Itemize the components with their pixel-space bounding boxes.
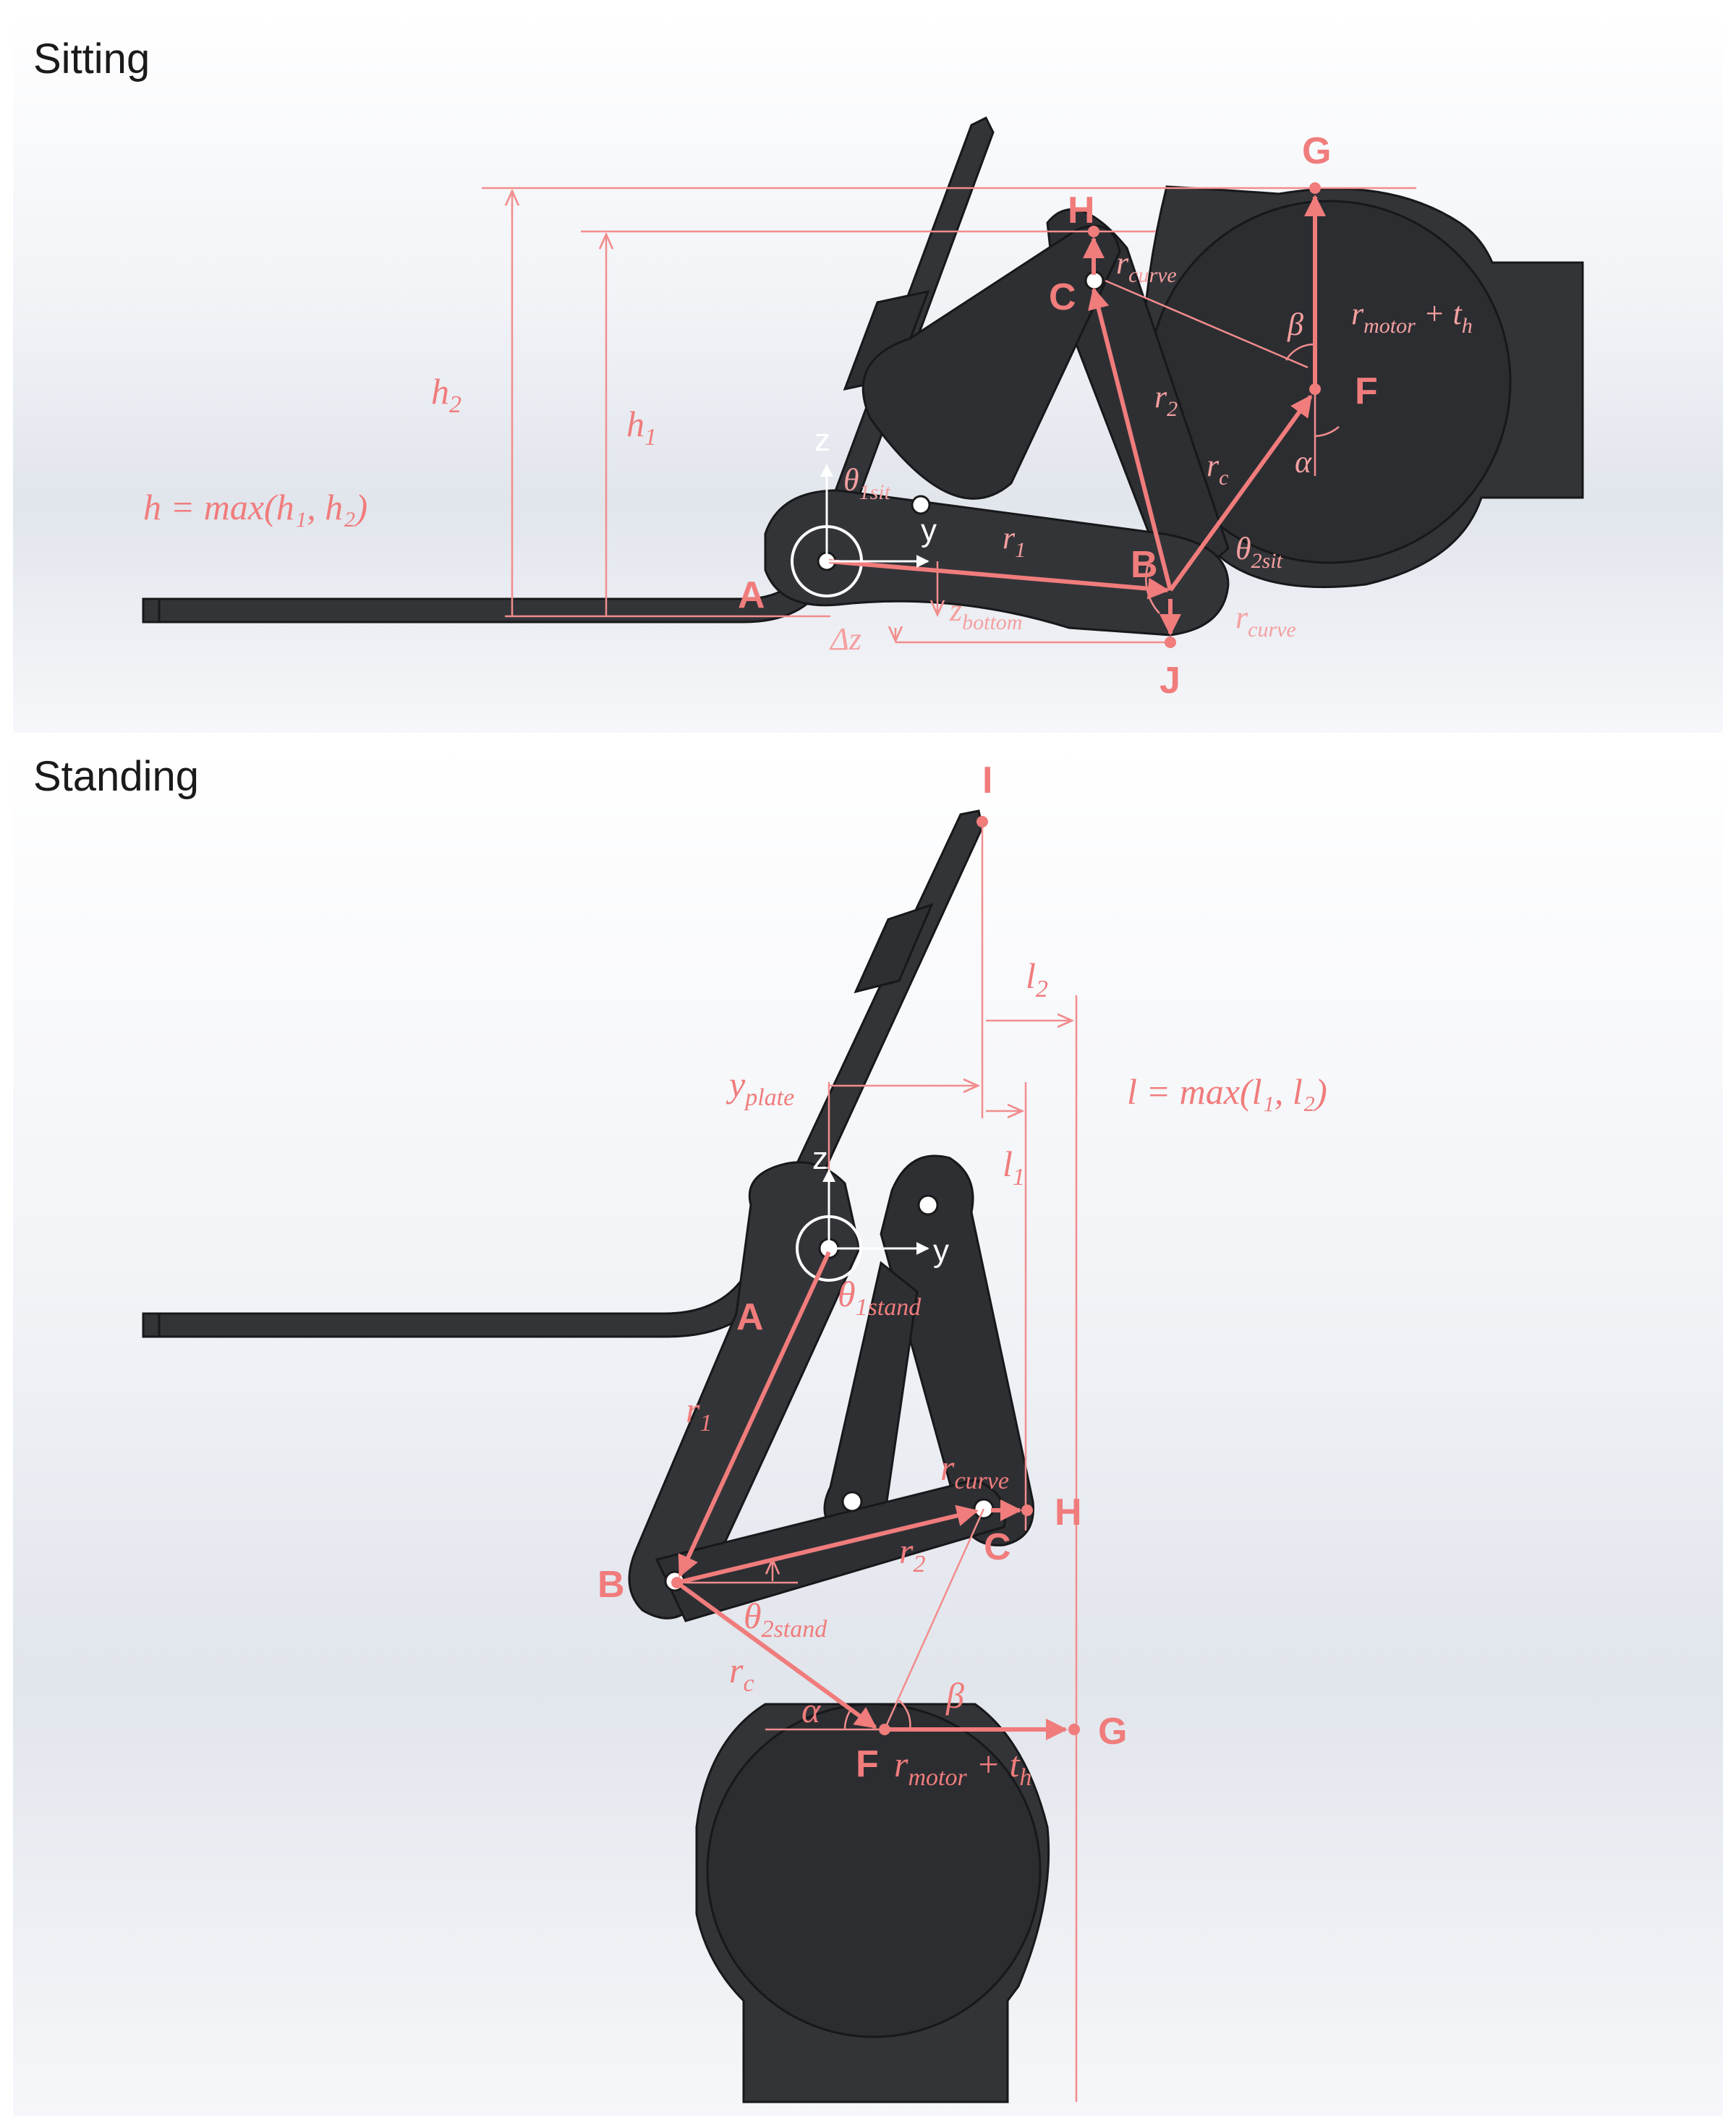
rmotor-label: rmotor + th [1351, 296, 1473, 338]
motor-disc [706, 1703, 1042, 2038]
theta1-stand-label: θ1stand [838, 1274, 922, 1321]
beta-label: β [1287, 307, 1303, 342]
point-label-f: F [856, 1743, 879, 1785]
yplate-label: yplate [726, 1064, 794, 1111]
vector-r1 [828, 559, 1170, 600]
l-formula-label: l = max(l₁, l₂) [1127, 1071, 1327, 1112]
construction-lines-standing [677, 822, 1078, 2102]
vector-r1 [678, 1251, 831, 1578]
vectors-standing [671, 816, 1080, 1740]
point-g [1309, 182, 1321, 194]
hole-mid [911, 495, 931, 515]
foot-plate [142, 809, 984, 1338]
point-label-h: H [1055, 1491, 1082, 1533]
h1-label: h1 [626, 404, 657, 451]
link-ab [628, 1161, 861, 1620]
l2-label: l2 [1026, 956, 1048, 1003]
dz-label: Δz [829, 621, 861, 657]
mechanism-standing [142, 809, 1050, 2103]
alpha-arc [1314, 426, 1340, 438]
plate-toe-tip [142, 597, 161, 623]
point-label-i: I [982, 759, 992, 801]
point-label-f: F [1355, 370, 1378, 412]
rcurve-label: rcurve [940, 1447, 1009, 1494]
l1-label: l1 [1003, 1144, 1025, 1191]
math-labels-standing: l = max(l₁, l₂) l2 l1 yplate θ1stand r1 … [686, 956, 1327, 1791]
point-label-a: A [736, 1296, 764, 1338]
point-label-b: B [1131, 544, 1158, 586]
point-label-g: G [1098, 1711, 1127, 1753]
panel-title-sitting: Sitting [33, 35, 150, 82]
z-axis-label: z [814, 422, 830, 458]
panel-title-standing: Standing [33, 753, 199, 800]
beta-label: β [945, 1675, 964, 1716]
h-formula-label: h = max(h₁, h₂) [143, 487, 367, 527]
point-h [1088, 226, 1099, 237]
rmotor-label: rmotor + th [894, 1744, 1031, 1791]
hole-middle [841, 1491, 863, 1512]
point-i [977, 816, 988, 827]
plate-bracket [854, 903, 934, 994]
r1-label: r1 [686, 1389, 712, 1437]
r2-label: r2 [899, 1531, 925, 1578]
point-label-c: C [984, 1526, 1011, 1568]
axes-standing: z y [812, 1141, 949, 1269]
theta1-sit-label: θ1sit [843, 462, 891, 504]
theta2-stand-label: θ2stand [744, 1596, 827, 1643]
rc-label: rc [729, 1650, 754, 1697]
axes-sitting: z y [814, 422, 937, 568]
rc-label: rc [1207, 448, 1228, 490]
alpha-label: α [801, 1690, 822, 1730]
point-label-g: G [1302, 130, 1331, 172]
point-labels-sitting: A B C F G H J [738, 130, 1378, 702]
vector-r2 [1088, 287, 1173, 591]
point-labels-standing: A B C F G H I [597, 759, 1127, 1785]
point-f [1309, 383, 1321, 395]
vector-rc [676, 1580, 877, 1729]
upper-link [861, 224, 1121, 500]
sitting-diagram: z y A B C F G H J h = max(h₁, h₂) h2 h1 … [142, 116, 1584, 702]
rcurve-bottom-label: rcurve [1235, 600, 1296, 642]
f-to-c-line [883, 1508, 985, 1730]
hole-top-right [917, 1194, 939, 1216]
y-axis-label: y [921, 513, 937, 548]
point-label-j: J [1160, 660, 1180, 702]
theta2-sit-label: θ2sit [1235, 531, 1283, 573]
z-axis-label: z [812, 1141, 828, 1176]
point-j [1165, 637, 1176, 648]
point-label-b: B [597, 1564, 625, 1606]
point-g [1068, 1724, 1080, 1735]
point-label-c: C [1049, 276, 1076, 318]
mechanism-sitting [142, 116, 1584, 637]
point-b [671, 1577, 683, 1588]
r1-label: r1 [1003, 520, 1026, 562]
alpha-label: α [1295, 444, 1312, 480]
math-labels-sitting: h = max(h₁, h₂) h2 h1 θ1sit r1 r2 rc α β… [143, 245, 1473, 657]
h2-label: h2 [431, 371, 461, 418]
r2-label: r2 [1154, 379, 1178, 421]
point-f [879, 1724, 890, 1735]
standing-diagram: z y A B C F G H I l = max(l₁, l₂) l2 l1 … [142, 759, 1327, 2103]
zbottom-label: zbottom [949, 592, 1022, 634]
construction-lines-sitting [482, 187, 1416, 644]
link-ab [764, 489, 1230, 637]
point-label-h: H [1068, 190, 1095, 231]
f-to-c-line [1105, 279, 1309, 369]
rcurve-top-label: rcurve [1116, 245, 1177, 287]
plate-toe-tip [142, 1312, 161, 1338]
y-axis-label: y [933, 1233, 949, 1269]
point-h [1021, 1505, 1033, 1516]
beta-arc [1285, 343, 1316, 361]
vector-rc [1168, 394, 1313, 592]
vector-r2 [676, 1505, 979, 1585]
sitting-panel: Sitting [13, 13, 1723, 733]
vectors-sitting [828, 182, 1326, 648]
standing-panel: Standing [13, 742, 1723, 2116]
point-label-a: A [738, 574, 765, 616]
beta-arc [898, 1700, 911, 1730]
